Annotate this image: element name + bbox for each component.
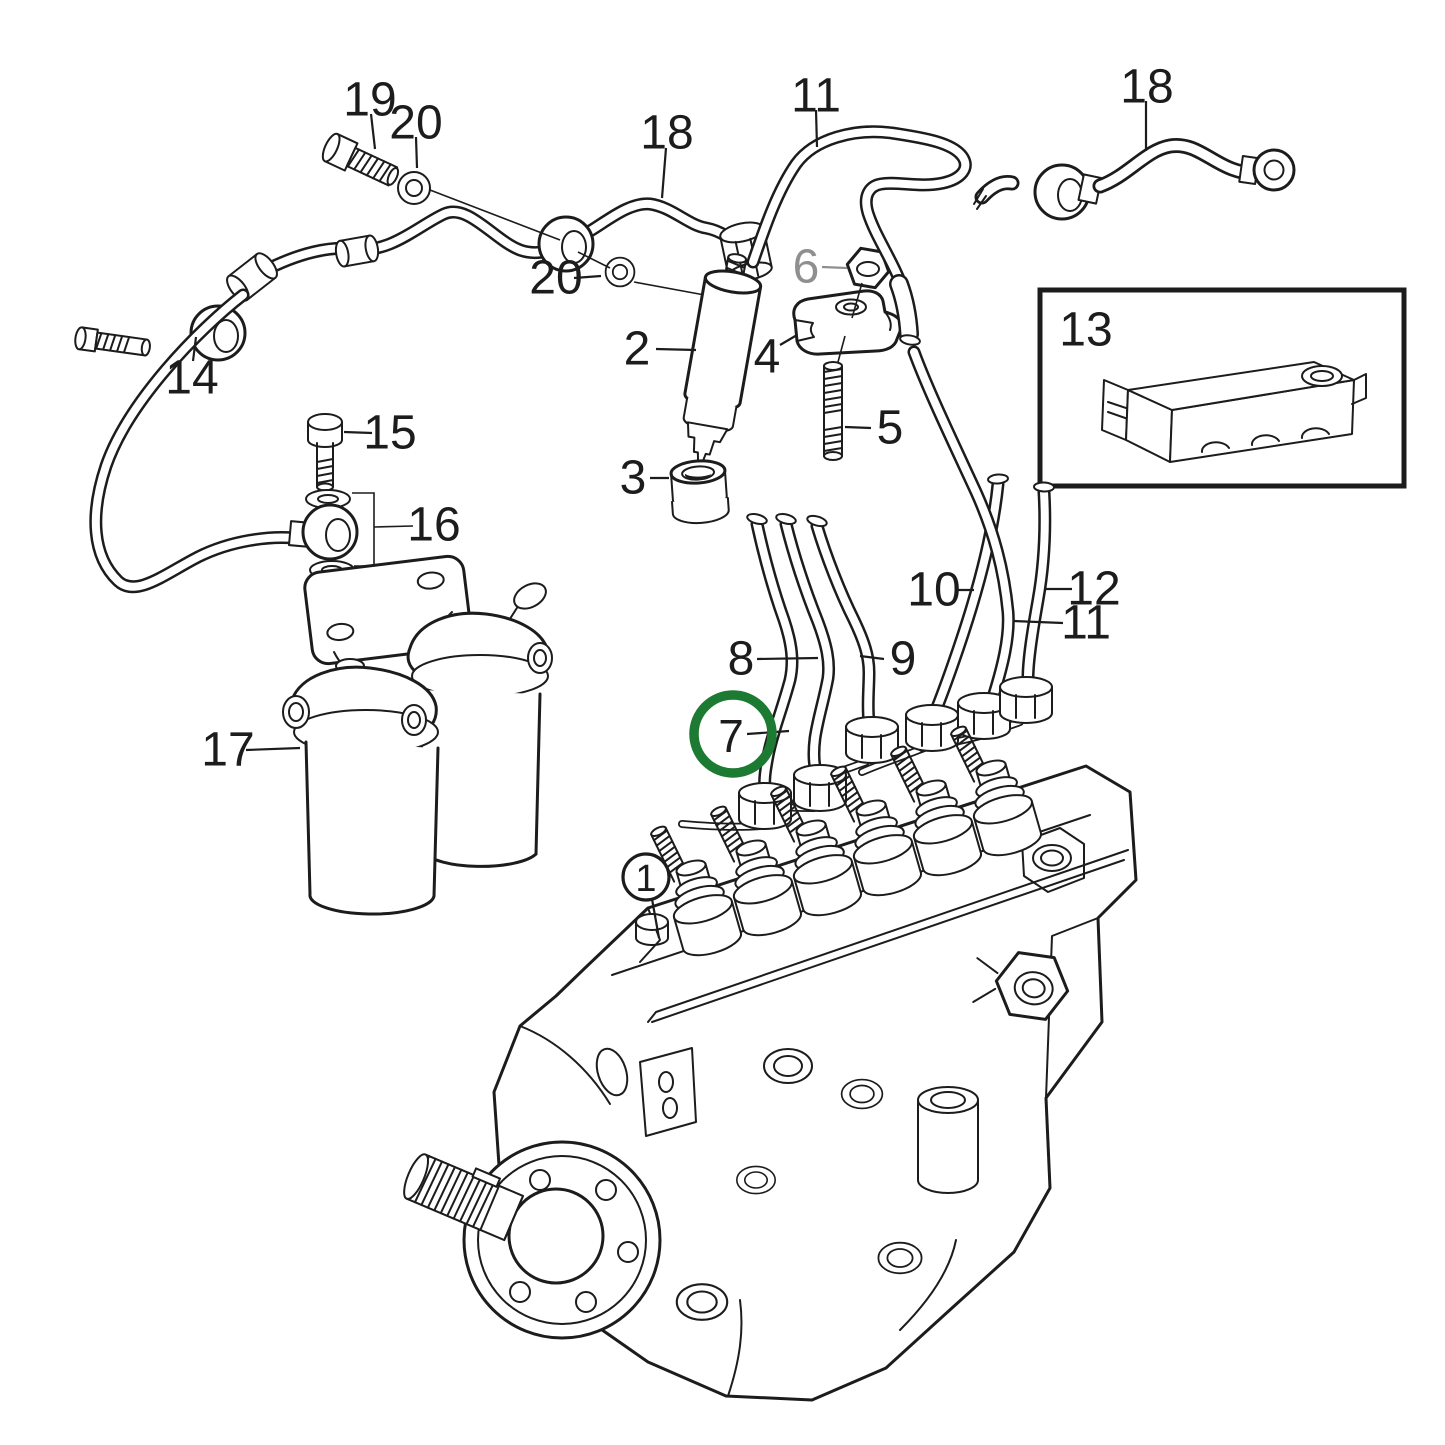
fuel-filter-17	[282, 554, 553, 916]
filter-head-right	[406, 582, 553, 698]
callout-5[interactable]: 5	[877, 402, 904, 455]
injection-pump-1	[403, 764, 1138, 1402]
callout-16[interactable]: 16	[407, 499, 460, 552]
fitting-hex-right	[972, 951, 1070, 1021]
leak-off-rail-assembly	[74, 132, 740, 362]
callout-3[interactable]: 3	[620, 452, 647, 505]
callout-11[interactable]: 11	[1061, 597, 1111, 650]
pipe-end	[805, 512, 829, 530]
stud-5	[823, 361, 843, 461]
valve-cylinder	[917, 1086, 979, 1194]
callout-15[interactable]: 15	[363, 407, 416, 460]
callout-17[interactable]: 17	[201, 724, 254, 777]
washer-20	[604, 256, 636, 288]
clamp-bar	[647, 849, 1129, 1023]
delivery-valves	[647, 711, 1129, 1023]
callout-10[interactable]: 10	[907, 564, 960, 617]
pipe-end	[1032, 481, 1056, 493]
nut-6	[845, 246, 891, 290]
callout-18[interactable]: 18	[1120, 61, 1173, 114]
sleeve-3	[669, 459, 730, 525]
circled-callout-1[interactable]: 1	[621, 852, 671, 939]
washer-20	[397, 171, 431, 205]
callout-18[interactable]: 18	[640, 107, 693, 160]
fitting-upper-right	[1021, 827, 1085, 893]
callout-8[interactable]: 8	[728, 633, 755, 686]
callout-20[interactable]: 20	[389, 97, 442, 150]
inset-box-13	[1037, 287, 1407, 489]
callout-9[interactable]: 9	[890, 633, 917, 686]
banjo-bolt-19	[321, 132, 400, 187]
pipe-nut	[845, 716, 899, 764]
return-hose-18	[973, 145, 1296, 221]
pump-flange	[403, 1140, 662, 1340]
callout-19[interactable]: 19	[343, 74, 396, 127]
filter-canister-left	[304, 740, 440, 916]
highlight-circle	[689, 690, 777, 778]
rail-ferrule	[334, 234, 380, 268]
pump-shaft	[403, 1153, 525, 1242]
callout-6[interactable]: 6	[793, 241, 820, 294]
callout-13[interactable]: 13	[1059, 304, 1112, 357]
banjo-fitting-16	[301, 503, 359, 561]
banjo-bolt-15	[307, 413, 343, 492]
callout-7: 7	[718, 710, 744, 762]
fuel-line-14-assembly	[96, 295, 359, 613]
bracket-13	[1101, 361, 1367, 463]
pipe-end	[774, 511, 798, 527]
callouts: 19 20 18 11 18 6 2 4 13 5 3 14 15 16 20 …	[165, 61, 1174, 939]
injector-2	[682, 253, 763, 465]
clamp-4	[792, 289, 903, 356]
pipe-nut	[999, 676, 1053, 724]
callout-1: 1	[635, 858, 656, 900]
cover-stud	[635, 913, 669, 931]
pipe-nut	[905, 704, 959, 752]
pipe-end	[745, 511, 769, 527]
callout-12[interactable]: 12	[1067, 563, 1120, 616]
callout-20[interactable]: 20	[529, 252, 582, 305]
injector-assembly	[669, 221, 903, 525]
callout-11[interactable]: 11	[791, 70, 841, 123]
callout-2[interactable]: 2	[624, 323, 651, 376]
callout-14[interactable]: 14	[165, 352, 218, 405]
callout-4[interactable]: 4	[754, 331, 781, 384]
filter-head-left	[282, 658, 439, 755]
highlighted-callout-7[interactable]: 7	[689, 690, 790, 778]
pipe-end	[986, 472, 1010, 486]
end-screw	[74, 326, 151, 357]
